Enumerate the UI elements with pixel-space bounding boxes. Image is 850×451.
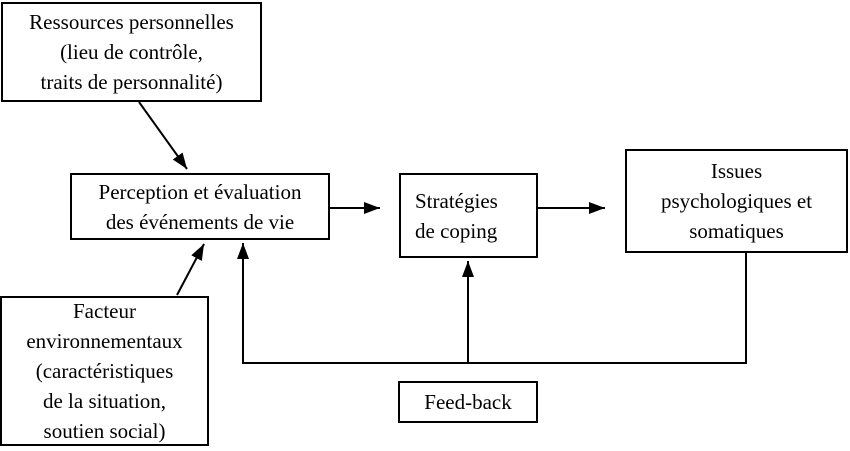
box-facteur-label: Facteur environnementaux (caractéristiqu…	[26, 299, 183, 443]
box-perception-label: Perception et évaluation des événements …	[98, 179, 302, 234]
box-strategies-coping: Stratégies de coping	[399, 173, 538, 258]
feedback-line-issues-to-perception	[237, 243, 747, 364]
box-feedback-label: Feed-back	[424, 390, 512, 414]
box-strategies-label: Stratégies de coping	[415, 188, 498, 243]
arrow-facteur-to-perception	[176, 243, 205, 296]
box-feed-back: Feed-back	[398, 381, 538, 423]
box-ressources-personnelles: Ressources personnelles (lieu de contrôl…	[1, 2, 262, 102]
box-ressources-label: Ressources personnelles (lieu de contrôl…	[29, 10, 234, 94]
box-issues-psychologiques: Issues psychologiques et somatiques	[625, 149, 848, 253]
box-issues-label: Issues psychologiques et somatiques	[660, 159, 813, 243]
arrow-ressources-to-perception	[138, 101, 188, 170]
box-facteur-environnementaux: Facteur environnementaux (caractéristiqu…	[0, 296, 209, 446]
box-perception-evaluation: Perception et évaluation des événements …	[70, 173, 330, 240]
